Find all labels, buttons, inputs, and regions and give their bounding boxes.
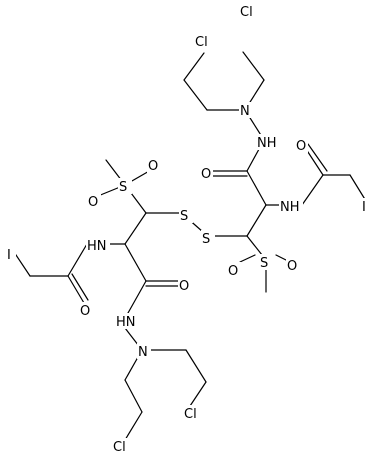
atom-o-sulfonyl-right-bottom: O xyxy=(286,257,300,274)
atom-nh-amide-lower: HN xyxy=(86,237,110,254)
atom-o-sulfonyl-left-top: O xyxy=(147,157,161,174)
atom-i-lower: I xyxy=(6,246,16,263)
atom-s-disulfide-2: S xyxy=(179,207,193,224)
svg-text:S: S xyxy=(202,232,210,247)
svg-text:O: O xyxy=(80,304,90,319)
atom-n-lower: N xyxy=(137,343,151,360)
svg-text:O: O xyxy=(179,279,189,294)
svg-text:N: N xyxy=(138,345,148,360)
svg-text:NH: NH xyxy=(257,136,277,151)
svg-text:O: O xyxy=(88,195,98,210)
svg-text:Cl: Cl xyxy=(240,5,253,20)
atom-s-sulfonyl-right: S xyxy=(259,254,273,271)
svg-text:NH: NH xyxy=(280,200,300,215)
svg-text:O: O xyxy=(287,259,297,274)
svg-text:Cl: Cl xyxy=(113,440,126,455)
svg-text:I: I xyxy=(7,248,11,263)
atom-o-amide-upper-right: O xyxy=(294,137,308,154)
svg-text:O: O xyxy=(148,159,158,174)
atom-o-sulfonyl-left-bottom: O xyxy=(87,193,101,210)
atom-cl-top-right: Cl xyxy=(238,3,260,20)
svg-text:Cl: Cl xyxy=(195,35,208,50)
atom-cl-top-left: Cl xyxy=(193,33,215,50)
svg-text:S: S xyxy=(119,180,127,195)
svg-text:Cl: Cl xyxy=(184,407,197,422)
atom-i-upper: I xyxy=(361,198,371,215)
atom-nh-amide-upper: NH xyxy=(279,198,303,215)
atom-o-amide-upper-left: O xyxy=(199,165,213,182)
svg-text:HN: HN xyxy=(87,239,107,254)
svg-text:O: O xyxy=(296,139,306,154)
svg-text:S: S xyxy=(180,209,188,224)
atom-cl-bottom-right: Cl xyxy=(183,405,205,422)
svg-text:I: I xyxy=(362,200,366,215)
svg-text:HN: HN xyxy=(116,315,136,330)
svg-text:N: N xyxy=(240,104,250,119)
atom-o-sulfonyl-right-top: O xyxy=(227,262,241,279)
atom-cl-bottom-left: Cl xyxy=(112,438,134,455)
atom-labels: Cl Cl N NH O O NH I xyxy=(6,3,371,455)
atom-nh-upper: NH xyxy=(255,134,279,151)
svg-text:O: O xyxy=(201,167,211,182)
atom-s-sulfonyl-left: S xyxy=(118,178,132,195)
atom-n-upper: N xyxy=(239,102,253,119)
atom-nh-lower: HN xyxy=(115,313,139,330)
svg-text:S: S xyxy=(260,256,268,271)
atom-o-amide-lower-left: O xyxy=(79,302,93,319)
atom-s-disulfide-1: S xyxy=(201,230,215,247)
svg-text:O: O xyxy=(228,264,238,279)
atom-o-amide-lower-right: O xyxy=(178,277,192,294)
bond-lines xyxy=(13,51,367,441)
